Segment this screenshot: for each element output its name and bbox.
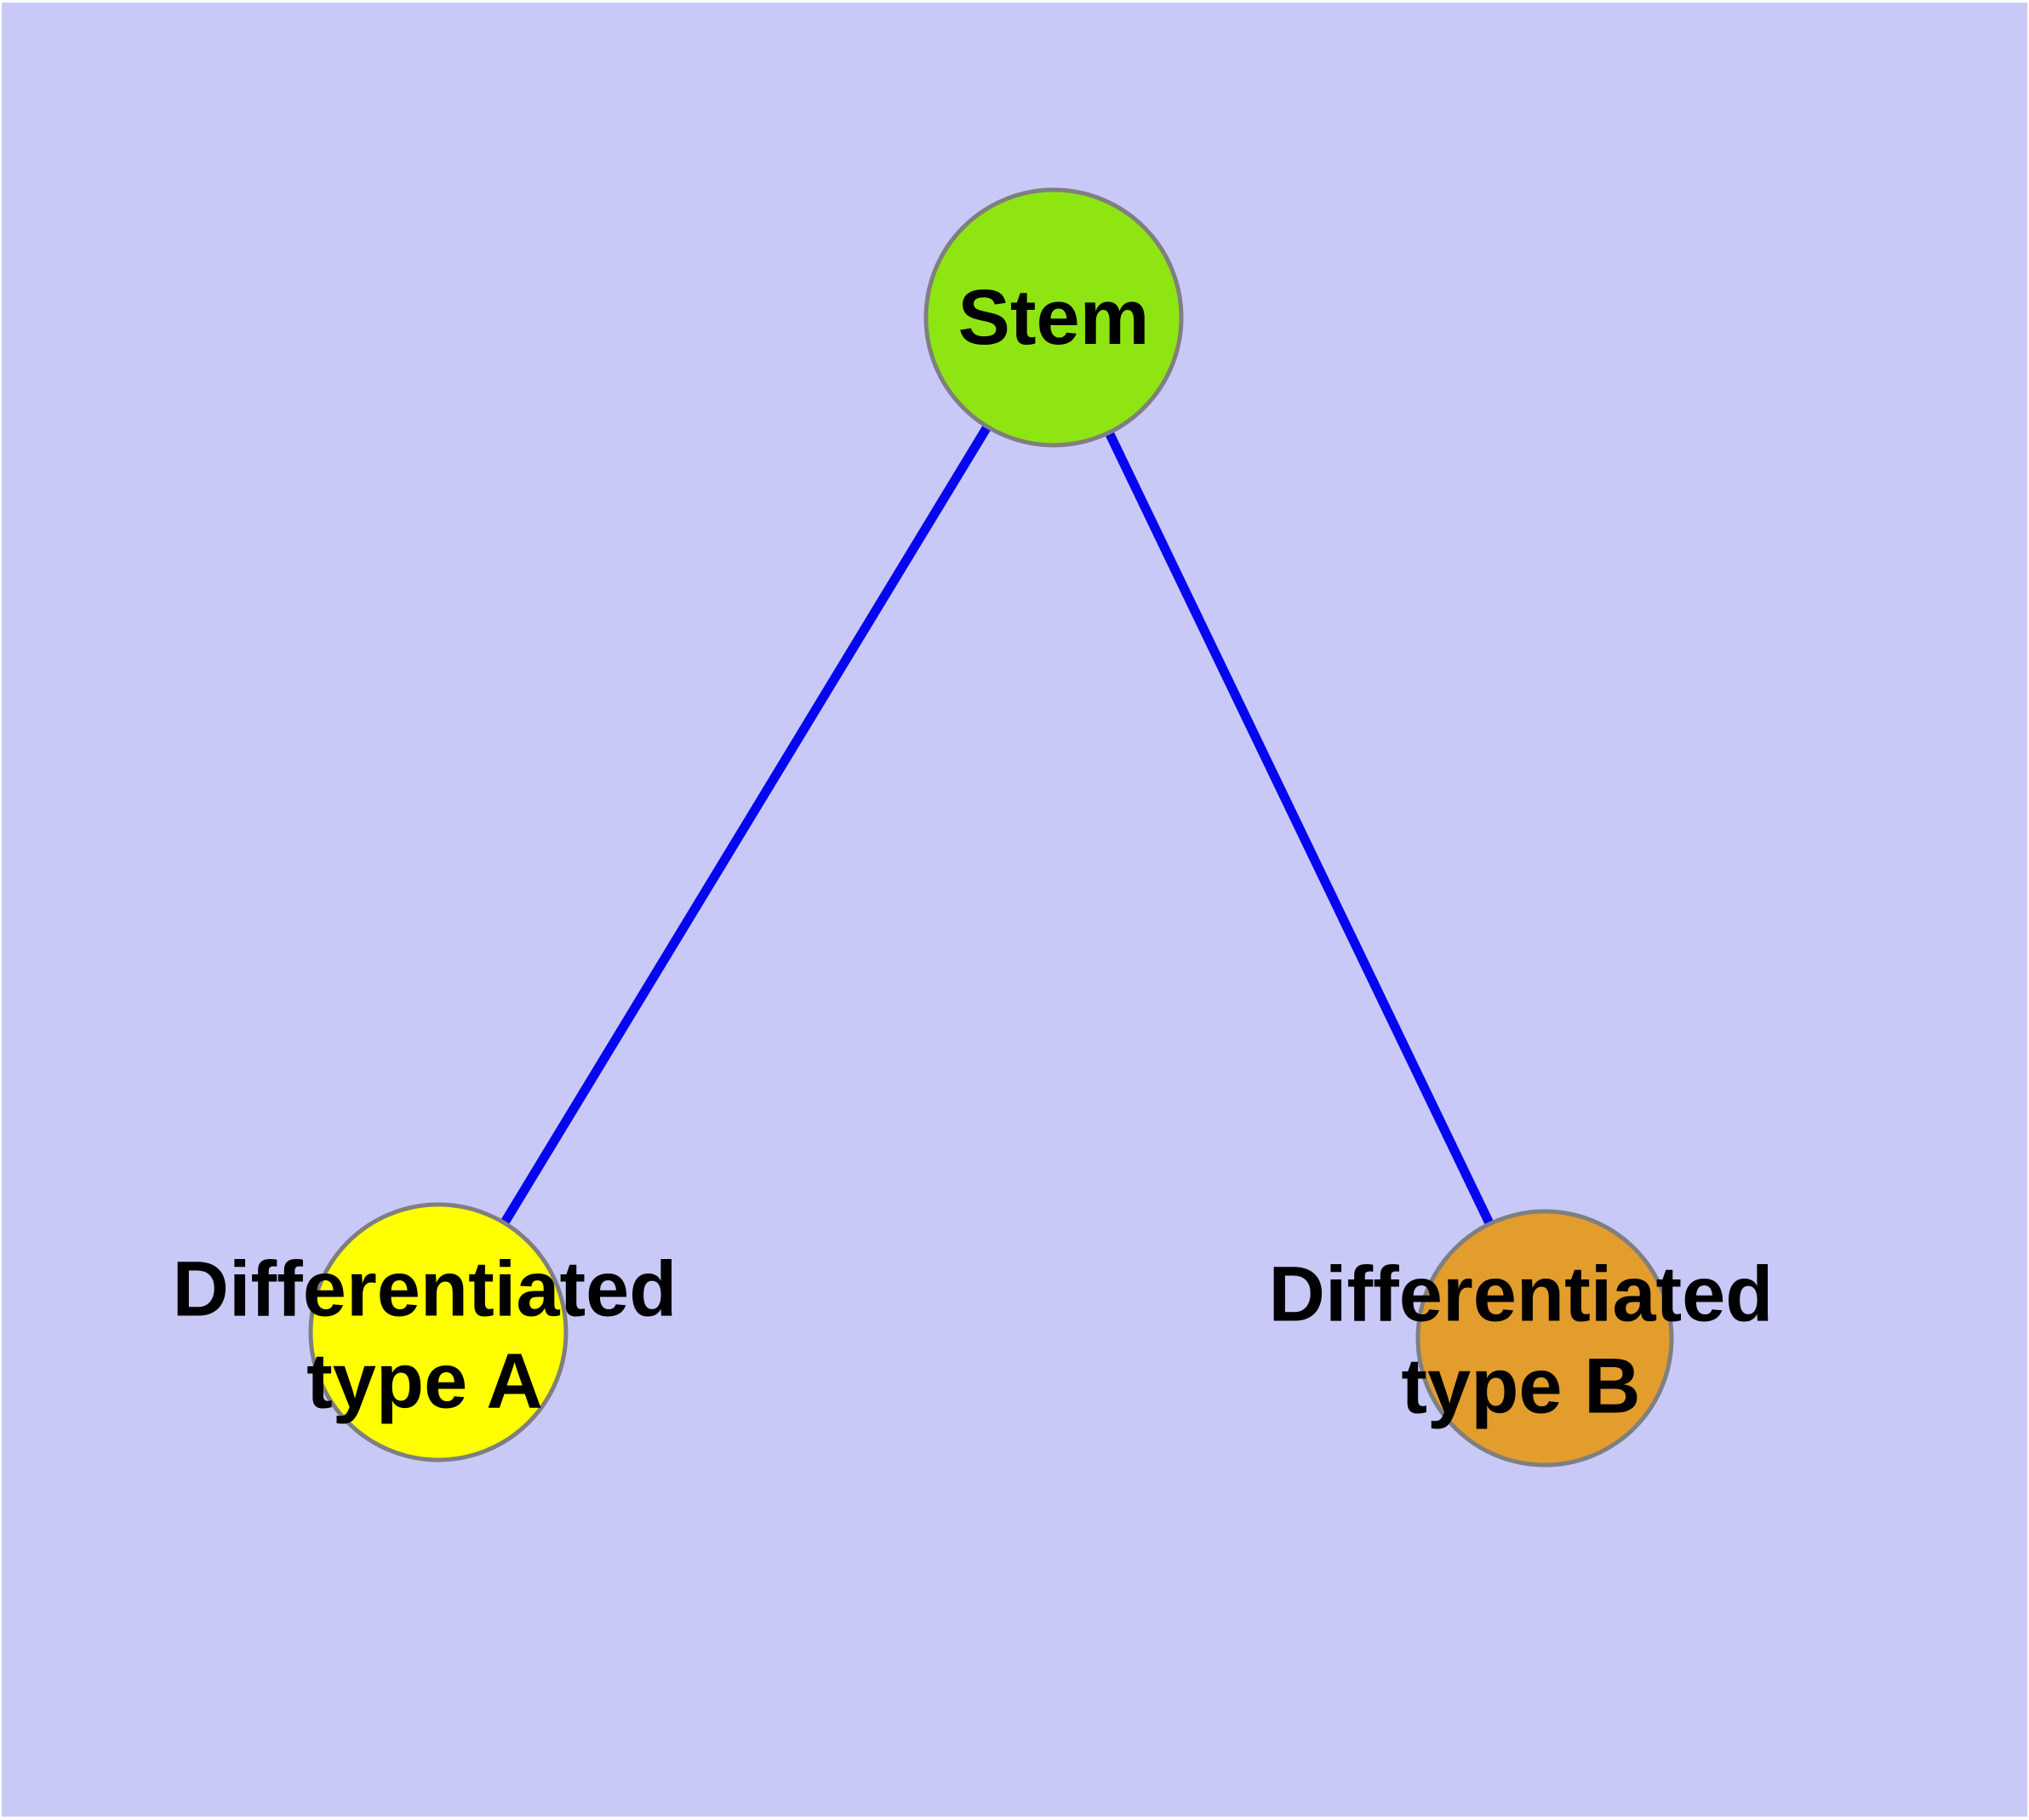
diagram-canvas: Stem Differentiated type A Differentiate… [2, 3, 2027, 1817]
node-type-a-label: Differentiated type A [173, 1244, 677, 1427]
node-stem-label: Stem [957, 274, 1150, 362]
node-stem-circle[interactable] [923, 187, 1184, 448]
node-type-a-label-line2: type A [306, 1337, 543, 1424]
node-type-b-circle[interactable] [1415, 1209, 1674, 1468]
edge-stem-to-type-b[interactable] [1106, 432, 1494, 1226]
node-type-b-label-line2: type B [1401, 1342, 1641, 1429]
edge-stem-to-type-a[interactable] [500, 426, 991, 1225]
node-type-b-label: Differentiated type B [1269, 1249, 1774, 1432]
node-type-a-label-line1: Differentiated [172, 1245, 677, 1333]
node-type-b-label-line1: Differentiated [1268, 1251, 1774, 1338]
graph-svg [308, 187, 1674, 1468]
node-type-a-circle[interactable] [308, 1202, 569, 1462]
